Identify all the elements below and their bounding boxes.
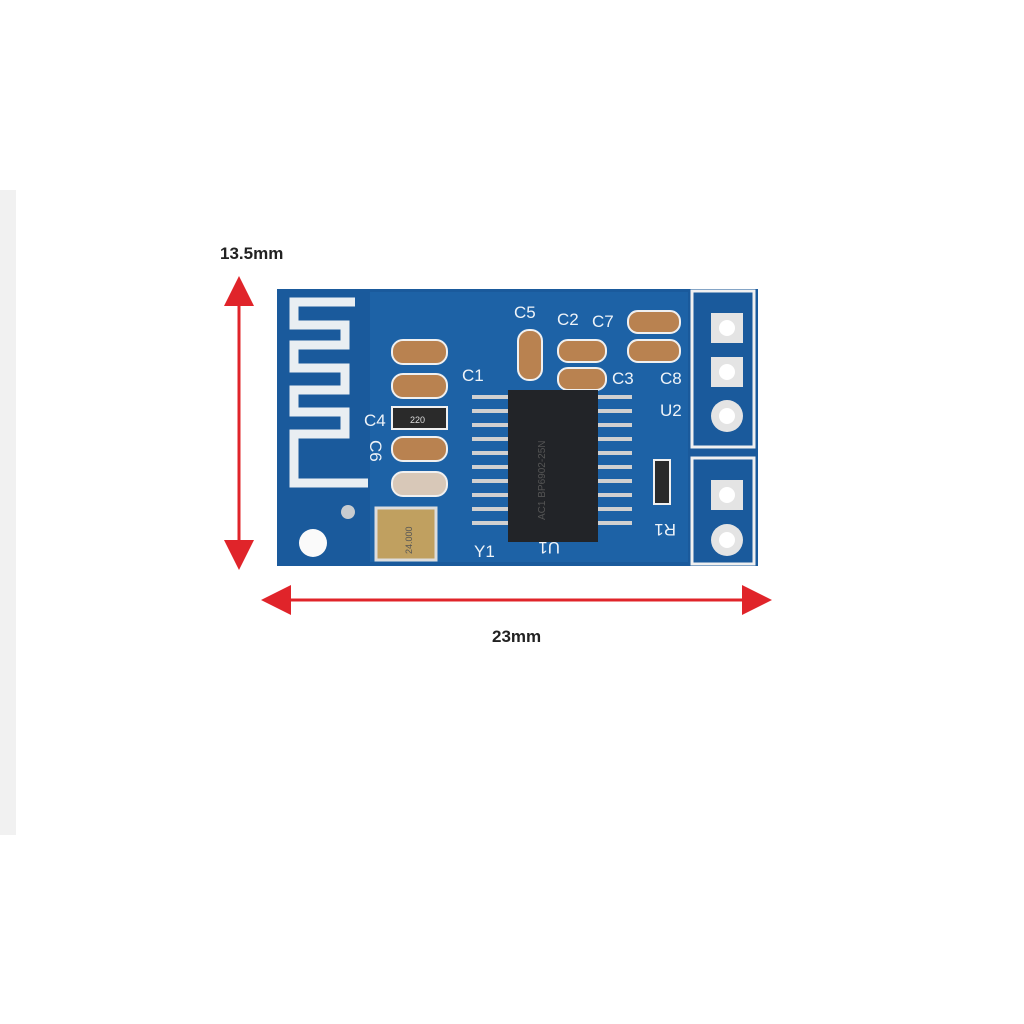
- label-c1: C1: [462, 366, 484, 385]
- crystal-marking: 24.000: [404, 526, 414, 554]
- ic-chip: AC1 BP6902-25N: [472, 390, 632, 542]
- pcb-board: 220 AC1 BP6902-25N 24.000 C5 C2 C7 C1 C: [277, 289, 758, 566]
- label-c4: C4: [364, 411, 386, 430]
- height-dimension-label: 13.5mm: [220, 244, 284, 263]
- label-c8: C8: [660, 369, 682, 388]
- label-c7: C7: [592, 312, 614, 331]
- label-c2: C2: [557, 310, 579, 329]
- led-r1: [653, 459, 671, 505]
- mounting-hole: [299, 529, 327, 557]
- antenna-trace: [289, 297, 368, 488]
- side-panel: [0, 190, 16, 835]
- label-y1: Y1: [474, 542, 495, 561]
- label-c3: C3: [612, 369, 634, 388]
- resistor: [391, 406, 448, 430]
- label-r1: R1: [654, 520, 676, 539]
- chip-marking: AC1 BP6902-25N: [537, 441, 548, 521]
- label-u1: U1: [538, 538, 560, 557]
- width-dimension-label: 23mm: [492, 627, 542, 646]
- header-pins: [711, 313, 743, 556]
- capacitors: 220: [391, 310, 681, 505]
- crystal-y1: 24.000: [374, 506, 438, 562]
- resistor-marking: 220: [410, 415, 425, 425]
- label-c6: C6: [366, 440, 385, 462]
- label-c5: C5: [514, 303, 536, 322]
- label-u2: U2: [660, 401, 682, 420]
